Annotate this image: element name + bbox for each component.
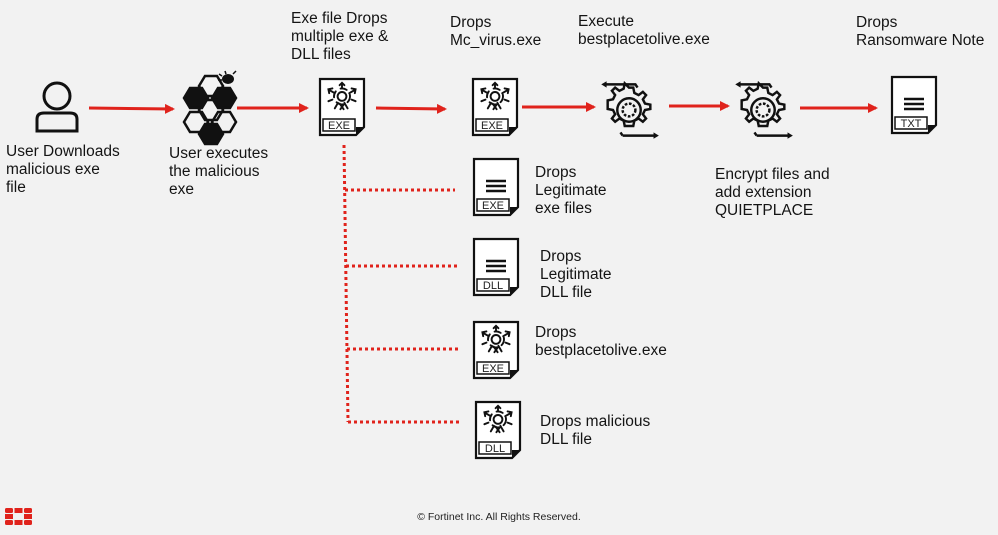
bug-icon xyxy=(222,74,234,84)
malicious-file-icon: EXE xyxy=(471,77,519,137)
step-label-ransom-note: Drops Ransomware Note xyxy=(856,14,985,49)
file-type-tag: EXE xyxy=(481,120,503,132)
gear-process-icon xyxy=(734,79,795,141)
step-label-drops-mc-virus: Drops Mc_virus.exe xyxy=(450,14,542,49)
file-type-tag: DLL xyxy=(485,443,505,455)
text-file-icon: DLL xyxy=(472,237,520,297)
main-flow-arrows xyxy=(88,101,878,114)
branch-connectors xyxy=(342,144,460,424)
arrow-3 xyxy=(375,103,447,114)
malware-hexagon-icon xyxy=(182,70,238,146)
fortinet-logo-icon xyxy=(5,508,32,525)
step-label-encrypt-files: Encrypt files and add extension QUIETPLA… xyxy=(715,166,830,219)
step-label-execute-bestplace: Execute bestplacetolive.exe xyxy=(578,13,710,48)
malicious-file-icon: EXE xyxy=(318,77,366,137)
step-label-exe-drops: Exe file Drops multiple exe & DLL files xyxy=(291,10,389,63)
malicious-file-icon: DLL xyxy=(474,400,522,460)
text-file-icon: TXT xyxy=(890,75,938,135)
file-type-tag: EXE xyxy=(482,363,504,375)
file-type-tag: TXT xyxy=(901,118,922,130)
step-label-user-execute: User executes the malicious exe xyxy=(169,145,269,198)
gear-process-icon xyxy=(600,79,661,141)
step-label-user-download: User Downloads malicious exe file xyxy=(6,143,120,196)
branch-label-bestplace-exe: Drops bestplacetolive.exe xyxy=(535,324,667,359)
user-icon xyxy=(35,81,79,133)
branch-label-legit-dll: Drops Legitimate DLL file xyxy=(540,248,612,301)
malicious-file-icon: EXE xyxy=(472,320,520,380)
file-type-tag: EXE xyxy=(482,200,504,212)
file-type-tag: DLL xyxy=(483,280,503,292)
branch-label-malicious-dll: Drops malicious DLL file xyxy=(540,413,651,448)
branch-label-legit-exe: Drops Legitimate exe files xyxy=(535,164,607,217)
arrow-1 xyxy=(88,103,175,114)
copyright-text: © Fortinet Inc. All Rights Reserved. xyxy=(417,511,581,523)
file-type-tag: EXE xyxy=(328,120,350,132)
text-file-icon: EXE xyxy=(472,157,520,217)
